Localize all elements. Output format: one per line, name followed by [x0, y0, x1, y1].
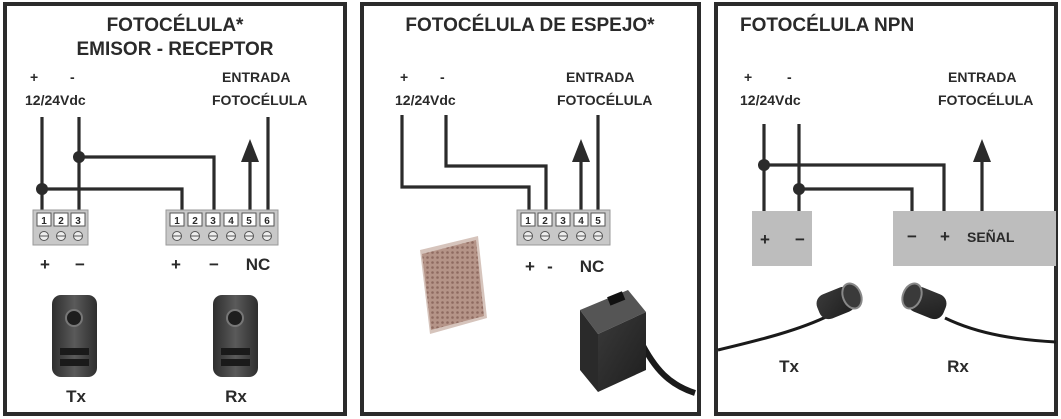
panel-1-signal-arrow — [241, 139, 259, 162]
panel-2-wire-minus — [444, 115, 548, 218]
panel-2-term-plus-label: + — [525, 257, 535, 276]
panel-1-rx-nc-label: NC — [246, 255, 271, 274]
tx-sensor-icon — [52, 295, 97, 377]
panel-3-tx-terminal-box — [752, 211, 812, 266]
rx-terminal-screw — [259, 212, 275, 241]
panel-1-wire-plus — [40, 117, 184, 218]
panel-2-plus-label: + — [400, 69, 408, 85]
rx-terminal-screw — [223, 212, 239, 241]
terminal-screw — [573, 212, 589, 241]
panel-2-terminal-block: 1 2 3 4 5 — [516, 209, 611, 246]
tx-terminal-number: 2 — [58, 216, 64, 227]
panel-1-junction-minus — [73, 151, 85, 163]
panel-3-signal-arrow — [973, 139, 991, 162]
panel-3-input-label-line2: FOTOCÉLULA — [938, 92, 1033, 108]
panel-1-title-line2: EMISOR - RECEPTOR — [76, 39, 273, 60]
panel-3-box1-minus: − — [795, 230, 805, 249]
panel-2-input-label-line2: FOTOCÉLULA — [557, 92, 652, 108]
panel-2-minus-label: - — [440, 69, 445, 85]
panel-2-wire-plus — [400, 115, 531, 218]
panel-3-frame — [714, 2, 1058, 416]
panel-3-minus-label: - — [787, 69, 792, 85]
panel-3-input-label-line1: ENTRADA — [948, 69, 1016, 85]
panel-3-voltage-label: 12/24Vdc — [740, 92, 801, 108]
rx-terminal-screw — [187, 212, 203, 241]
panel-1-input-label-line1: ENTRADA — [222, 69, 290, 85]
panel-2-title: FOTOCÉLULA DE ESPEJO* — [405, 14, 655, 36]
terminal-number: 1 — [525, 216, 531, 227]
panel-1-junction-plus — [36, 183, 48, 195]
panel-2-input-label-line1: ENTRADA — [566, 69, 634, 85]
rx-terminal-screw — [169, 212, 185, 241]
npn-tx-sensor-icon — [717, 282, 863, 352]
panel-3-rx-terminal-box — [893, 211, 1056, 266]
panel-3-box2-signal: SEÑAL — [967, 228, 1015, 245]
panel-3-tx-label: Tx — [779, 357, 799, 376]
terminal-screw — [520, 212, 536, 241]
tx-terminal-number: 3 — [75, 216, 81, 227]
panel-1-tx-minus-label: − — [75, 255, 85, 274]
rx-terminal-screw — [205, 212, 221, 241]
rx-terminal-number: 2 — [192, 216, 198, 227]
panel-npn-photocell: FOTOCÉLULA NPN + - 12/24Vdc ENTRADA FOTO… — [714, 2, 1058, 416]
reflective-sensor-icon — [580, 290, 696, 396]
npn-rx-sensor-icon — [901, 282, 1057, 344]
panel-3-junction-minus — [793, 183, 805, 195]
panel-1-title-line1: FOTOCÉLULA* — [107, 14, 244, 36]
panel-1-tx-terminal-block: 1 2 3 — [32, 209, 89, 246]
panel-1-tx-plus-label: + — [40, 255, 50, 274]
panel-1-minus-label: - — [70, 69, 75, 85]
reflector-mirror-icon — [420, 236, 487, 334]
panel-emitter-receiver: FOTOCÉLULA* EMISOR - RECEPTOR + - 12/24V… — [3, 2, 347, 416]
tx-terminal-screw — [53, 212, 69, 241]
rx-terminal-screw — [241, 212, 257, 241]
terminal-number: 5 — [595, 216, 601, 227]
panel-3-title: FOTOCÉLULA NPN — [740, 14, 914, 36]
panel-3-plus-label: + — [744, 69, 752, 85]
tx-terminal-number: 1 — [41, 216, 47, 227]
panel-2-term-minus-label: - — [547, 257, 553, 276]
panel-3-junction-plus — [758, 159, 770, 171]
panel-1-rx-minus-label: − — [209, 255, 219, 274]
rx-terminal-number: 3 — [210, 216, 216, 227]
panel-3-box2-minus: − — [907, 227, 917, 246]
terminal-number: 4 — [578, 216, 584, 227]
panel-3-box2-plus: + — [940, 227, 950, 246]
panel-3-box1-plus: + — [760, 230, 770, 249]
panel-1-input-label-line2: FOTOCÉLULA — [212, 92, 307, 108]
panel-3-wire-plus-branch — [764, 163, 946, 211]
panel-2-voltage-label: 12/24Vdc — [395, 92, 456, 108]
panel-3-rx-label: Rx — [947, 357, 969, 376]
panel-2-signal-arrow — [572, 139, 590, 162]
panel-2-term-nc-label: NC — [580, 257, 605, 276]
terminal-number: 2 — [542, 216, 548, 227]
panel-1-rx-plus-label: + — [171, 255, 181, 274]
rx-sensor-icon — [213, 295, 258, 377]
panel-1-wire-minus — [77, 117, 216, 218]
rx-terminal-number: 6 — [264, 216, 270, 227]
panel-1-rx-terminal-block: 1 2 3 4 5 6 — [165, 209, 279, 246]
rx-terminal-number: 4 — [228, 216, 234, 227]
tx-terminal-screw — [36, 212, 52, 241]
panel-1-rx-label: Rx — [225, 387, 247, 406]
panel-3-wire-minus-branch — [799, 187, 914, 211]
panel-1-voltage-label: 12/24Vdc — [25, 92, 86, 108]
panel-1-plus-label: + — [30, 69, 38, 85]
terminal-screw — [555, 212, 571, 241]
terminal-number: 3 — [560, 216, 566, 227]
tx-terminal-screw — [70, 212, 86, 241]
rx-terminal-number: 5 — [246, 216, 252, 227]
panel-mirror-photocell: FOTOCÉLULA DE ESPEJO* + - 12/24Vdc ENTRA… — [360, 2, 701, 416]
rx-terminal-number: 1 — [174, 216, 180, 227]
terminal-screw — [537, 212, 553, 241]
panel-1-tx-label: Tx — [66, 387, 86, 406]
terminal-screw — [590, 212, 606, 241]
